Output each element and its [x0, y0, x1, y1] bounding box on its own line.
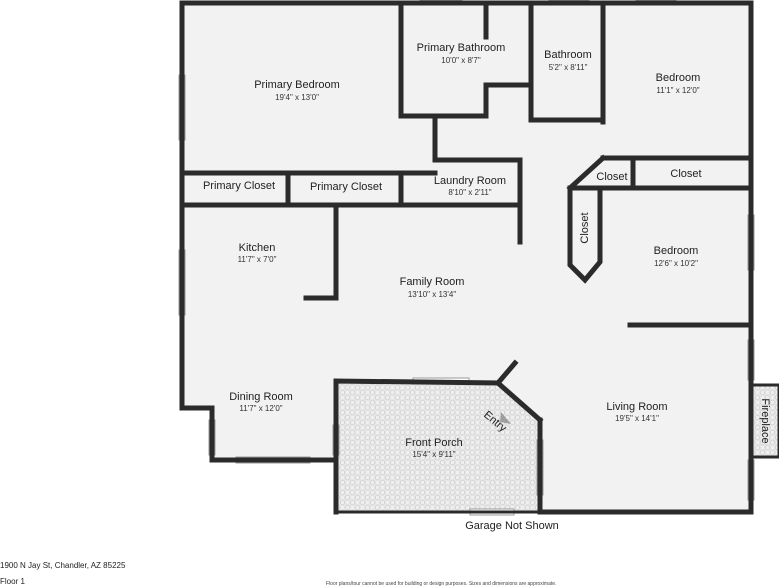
room-label-closet-3: Closet [579, 212, 591, 243]
room-dims-dining-room: 11'7" x 12'0" [239, 404, 282, 413]
property-address: 1900 N Jay St, Chandler, AZ 85225 [0, 561, 126, 570]
room-label-closet-1: Closet [596, 171, 627, 183]
front-porch-floor [336, 381, 540, 512]
room-label-dining-room: Dining Room [229, 391, 293, 403]
room-label-front-porch: Front Porch [405, 437, 462, 449]
room-label-fireplace: Fireplace [759, 398, 771, 443]
floor-label: Floor 1 [0, 577, 25, 586]
room-dims-primary-bedroom: 19'4" x 13'0" [275, 93, 319, 102]
room-dims-bathroom: 5'2" x 8'11" [549, 63, 588, 72]
room-dims-primary-bathroom: 10'0" x 8'7" [441, 56, 481, 65]
room-label-primary-closet-2: Primary Closet [310, 181, 382, 193]
room-dims-family-room: 13'10" x 13'4" [408, 290, 456, 299]
disclaimer: Floor plans/tour cannot be used for buil… [326, 581, 557, 587]
room-dims-bedroom-2: 12'6" x 10'2" [654, 259, 698, 268]
room-label-bathroom: Bathroom [544, 49, 592, 61]
room-label-bedroom-2: Bedroom [654, 245, 699, 257]
room-dims-kitchen: 11'7" x 7'0" [238, 255, 277, 264]
floor-fill [182, 3, 751, 512]
room-label-laundry-room: Laundry Room [434, 175, 506, 187]
room-label-family-room: Family Room [400, 276, 465, 288]
room-dims-bedroom-1: 11'1" x 12'0" [656, 86, 699, 95]
room-label-closet-2: Closet [670, 168, 701, 180]
room-dims-living-room: 19'5" x 14'1" [615, 414, 659, 423]
room-labels: Primary Bedroom 19'4" x 13'0" Primary Ba… [203, 42, 702, 459]
walls [179, 0, 754, 515]
room-label-primary-bedroom: Primary Bedroom [254, 79, 340, 91]
room-label-living-room: Living Room [606, 401, 667, 413]
garage-note: Garage Not Shown [465, 520, 559, 532]
room-label-primary-bathroom: Primary Bathroom [417, 42, 506, 54]
entry-arrow-icon [500, 412, 511, 424]
room-label-kitchen: Kitchen [239, 242, 276, 254]
room-label-primary-closet-1: Primary Closet [203, 180, 275, 192]
fireplace: Fireplace [750, 383, 779, 459]
room-dims-front-porch: 15'4" x 9'11" [412, 450, 455, 459]
room-dims-laundry-room: 8'10" x 2'11" [448, 188, 491, 197]
room-label-bedroom-1: Bedroom [656, 72, 701, 84]
